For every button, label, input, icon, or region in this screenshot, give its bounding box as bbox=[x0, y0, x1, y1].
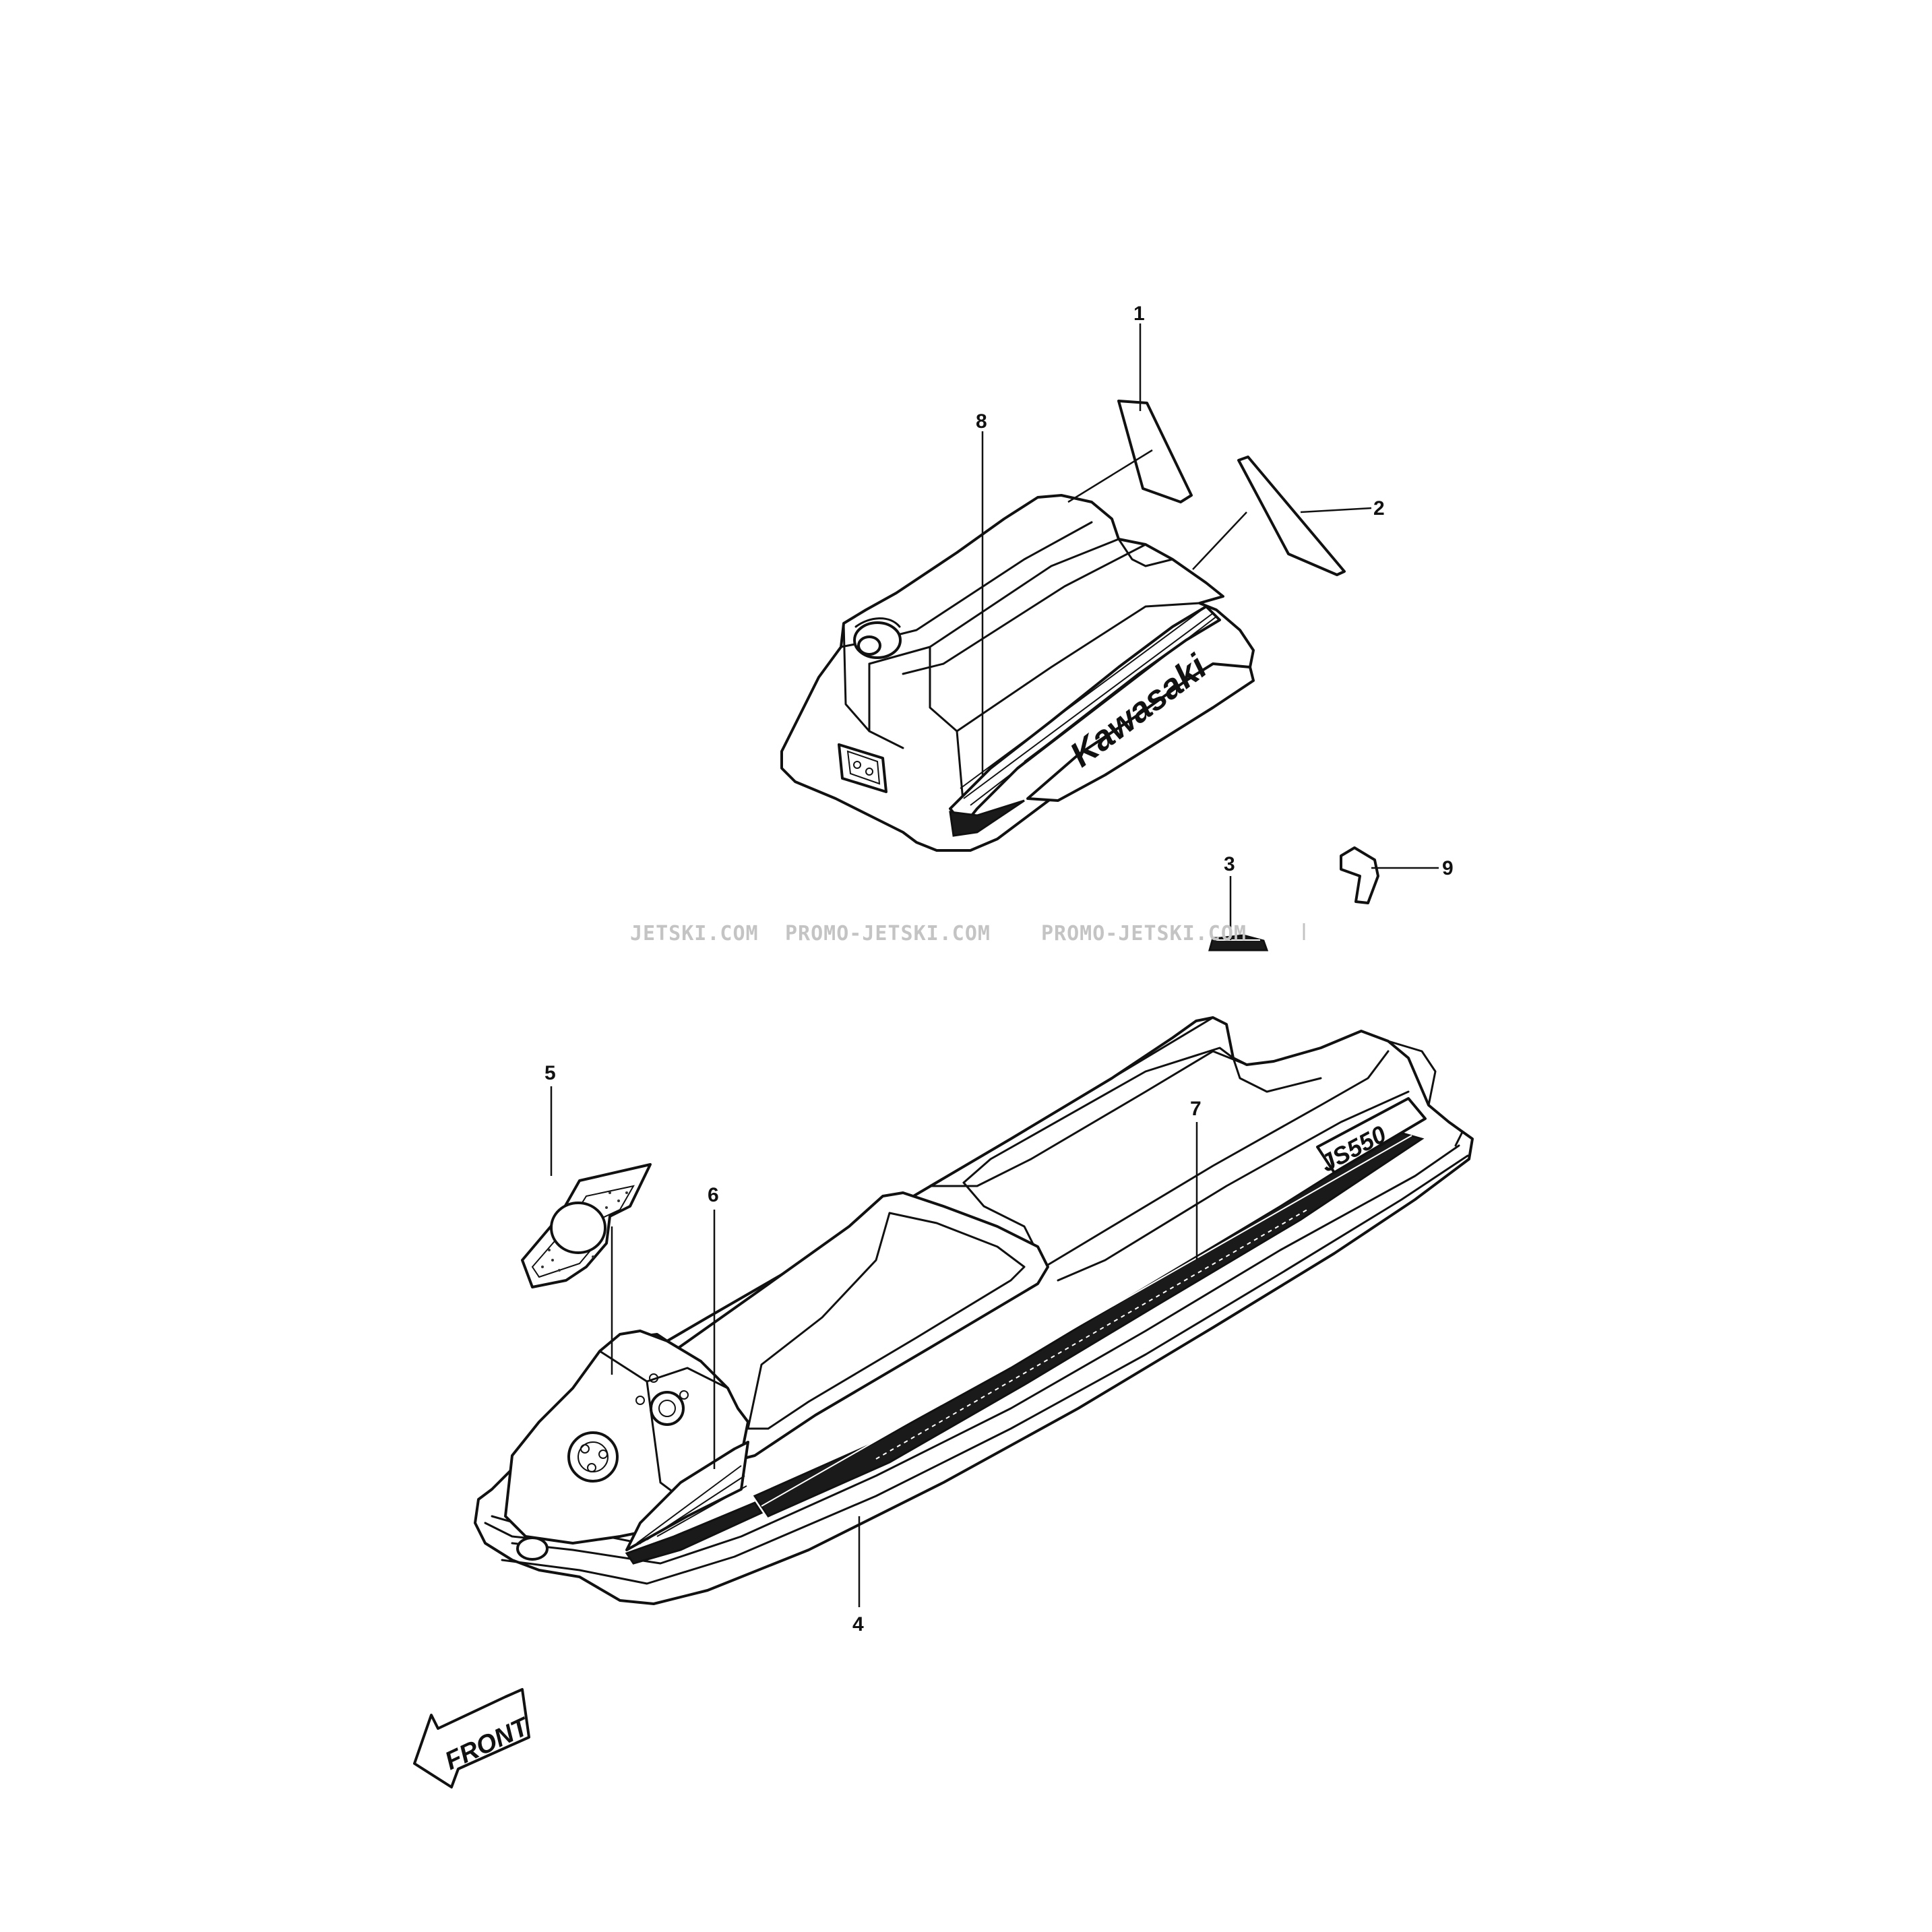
callout-5: 5 bbox=[544, 1062, 556, 1084]
decal-5-stipple bbox=[541, 1191, 628, 1272]
watermark: JETSKI.COM PROMO-JETSKI.COM PROMO-JETSKI… bbox=[630, 922, 1305, 945]
decal-9 bbox=[1340, 846, 1379, 904]
decal-5 bbox=[521, 1163, 652, 1288]
engine-cover: Kawasaki bbox=[780, 494, 1255, 852]
decal-2 bbox=[1237, 456, 1346, 576]
callout-labels: 1 2 3 4 5 6 7 8 9 bbox=[544, 303, 1454, 1635]
callout-7: 7 bbox=[1190, 1098, 1202, 1120]
callout-4: 4 bbox=[852, 1613, 864, 1635]
callout-8: 8 bbox=[976, 410, 987, 433]
front-connector-plate bbox=[838, 743, 887, 793]
hull: JS550 bbox=[474, 1016, 1474, 1605]
decal-3 bbox=[1208, 934, 1269, 952]
callout-1: 1 bbox=[1133, 303, 1145, 325]
watermark-text-1: JETSKI.COM bbox=[630, 922, 759, 945]
leader-lines bbox=[550, 323, 1439, 1607]
decal-1 bbox=[1117, 400, 1193, 503]
callout-3: 3 bbox=[1224, 853, 1235, 875]
side-stripe-decal-8 bbox=[949, 605, 1221, 827]
front-direction-arrow: FRONT bbox=[413, 1688, 534, 1788]
hull-side-stripe-decal-7 bbox=[753, 1131, 1425, 1518]
watermark-text-3: PROMO-JETSKI.COM bbox=[1041, 922, 1247, 945]
callout-2: 2 bbox=[1373, 497, 1385, 520]
bow-stripe-decal-6 bbox=[625, 1441, 764, 1565]
watermark-text-2: PROMO-JETSKI.COM bbox=[785, 922, 991, 945]
callout-9: 9 bbox=[1442, 857, 1454, 879]
callout-6: 6 bbox=[708, 1184, 719, 1206]
